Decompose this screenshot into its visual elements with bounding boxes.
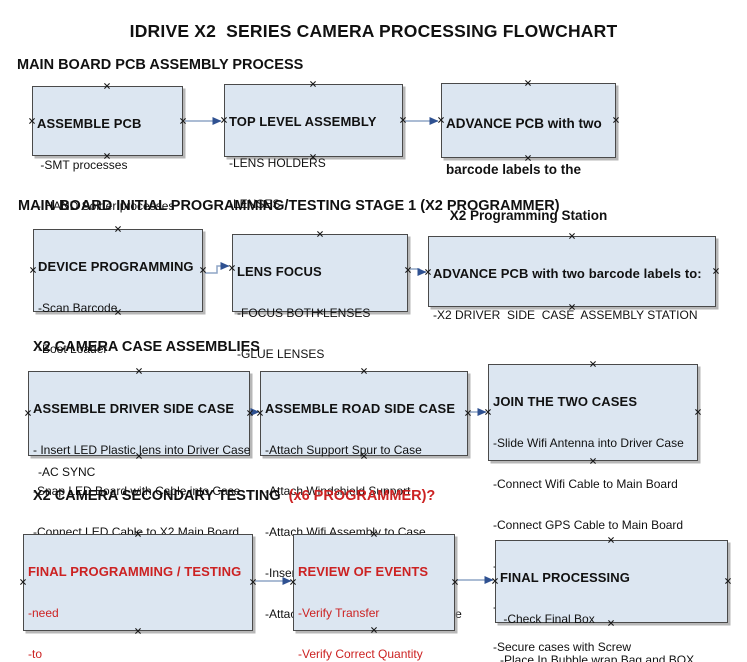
flow-arrow xyxy=(205,262,230,274)
box-item: -X2 DRIVER SIDE CASE ASSEMBLY STATION xyxy=(433,308,698,323)
box-item: -LENS HOLDERS xyxy=(229,156,326,171)
box-assemble-driver-side-case: ASSEMBLE DRIVER SIDE CASE - Insert LED P… xyxy=(28,371,251,579)
box-title-line: X2 Programming Station xyxy=(446,207,608,223)
box-item: -Verify Transfer xyxy=(298,606,380,621)
box-item: -LENSES xyxy=(229,197,281,212)
box-title: REVIEW OF EVENTS xyxy=(298,564,429,580)
section-1-heading: MAIN BOARD PCB ASSEMBLY PROCESS xyxy=(17,57,304,73)
box-item: -SMT processes xyxy=(37,158,128,173)
box-title-line: barcode labels to the xyxy=(446,161,582,177)
box-assemble-pcb: ASSEMBLE PCB -SMT processes - HAND Solde… xyxy=(32,86,183,254)
box-item: -AC SYNC xyxy=(38,464,96,479)
section-4-heading-black: X2 CAMERA SECONDARY TESTING xyxy=(33,488,289,504)
box-final-programming-testing: FINAL PROGRAMMING / TESTING -need -to -k… xyxy=(23,534,253,661)
box-item: -to xyxy=(28,647,43,662)
box-advance-pcb-driver-station: ADVANCE PCB with two barcode labels to: … xyxy=(428,236,716,322)
box-assemble-road-side-case: ASSEMBLE ROAD SIDE CASE -Attach Support … xyxy=(260,371,468,620)
box-title: ASSEMBLE PCB xyxy=(37,116,142,132)
box-device-programming: DEVICE PROGRAMMING -Scan Barcode -Boot L… xyxy=(33,229,203,478)
box-item: -Scan Barcode xyxy=(38,301,118,316)
box-final-processing: FINAL PROCESSING -Check Final Box -Place… xyxy=(495,540,728,662)
box-top-level-assembly: TOP LEVEL ASSEMBLY -LENS HOLDERS -LENSES xyxy=(224,84,403,211)
box-item: -Place In Bubble wrap Bag and BOX xyxy=(500,653,695,662)
box-item: -GLUE LENSES xyxy=(237,347,325,362)
box-advance-pcb-programming-station: ADVANCE PCB with two barcode labels to t… xyxy=(441,83,616,223)
box-title: FINAL PROCESSING xyxy=(500,570,630,586)
box-item: -Slide Wifi Antenna into Driver Case xyxy=(493,436,684,451)
box-title: DEVICE PROGRAMMING xyxy=(38,259,194,275)
box-title-line: ADVANCE PCB with two xyxy=(446,116,602,132)
section-2-heading: MAIN BOARD INITIAL PROGRAMMING/TESTING S… xyxy=(18,198,560,214)
flow-arrow xyxy=(410,268,427,276)
box-item: -Boot Loader xyxy=(38,342,108,357)
box-title: TOP LEVEL ASSEMBLY xyxy=(229,114,377,130)
box-lens-focus: LENS FOCUS -FOCUS BOTH LENSES -GLUE LENS… xyxy=(232,234,408,361)
box-item: -Connect Wifi Cable to Main Board xyxy=(493,477,678,492)
box-item: -Snap LED Board with Cable into Case xyxy=(33,484,241,499)
box-item: -Check Final Box xyxy=(500,612,595,627)
box-item: - Insert LED Plastic lens into Driver Ca… xyxy=(33,443,251,458)
box-item: -need xyxy=(28,606,59,621)
box-title: ASSEMBLE ROAD SIDE CASE xyxy=(265,401,456,417)
box-item: -Secure cases with Screw xyxy=(493,640,632,655)
section-4-heading-red: (x6 PROGRAMMER)? xyxy=(288,488,436,504)
box-item: -FOCUS BOTH LENSES xyxy=(237,306,371,321)
box-item: -Attach Support Spur to Case xyxy=(265,443,422,458)
box-join-the-two-cases: JOIN THE TWO CASES -Slide Wifi Antenna i… xyxy=(488,364,698,654)
box-item: -Connect GPS Cable to Main Board xyxy=(493,517,684,532)
section-4-heading: X2 CAMERA SECONDARY TESTING (x6 PROGRAMM… xyxy=(33,488,435,504)
box-title: FINAL PROGRAMMING / TESTING xyxy=(28,564,242,580)
box-item: -Verify Correct Quantity xyxy=(298,647,423,662)
page-title: IDRIVE X2 SERIES CAMERA PROCESSING FLOWC… xyxy=(129,21,618,41)
box-review-of-events: REVIEW OF EVENTS -Verify Transfer -Verif… xyxy=(293,534,455,661)
box-title: ADVANCE PCB with two barcode labels to: xyxy=(433,266,702,282)
box-title: LENS FOCUS xyxy=(237,264,322,280)
box-title: ASSEMBLE DRIVER SIDE CASE xyxy=(33,401,235,417)
box-item: -Attach Windshield Support xyxy=(265,484,411,499)
section-3-heading: X2 CAMERA CASE ASSEMBLIES xyxy=(33,339,260,355)
box-item: - HAND Solder processes xyxy=(37,199,175,214)
box-title: JOIN THE TWO CASES xyxy=(493,394,638,410)
